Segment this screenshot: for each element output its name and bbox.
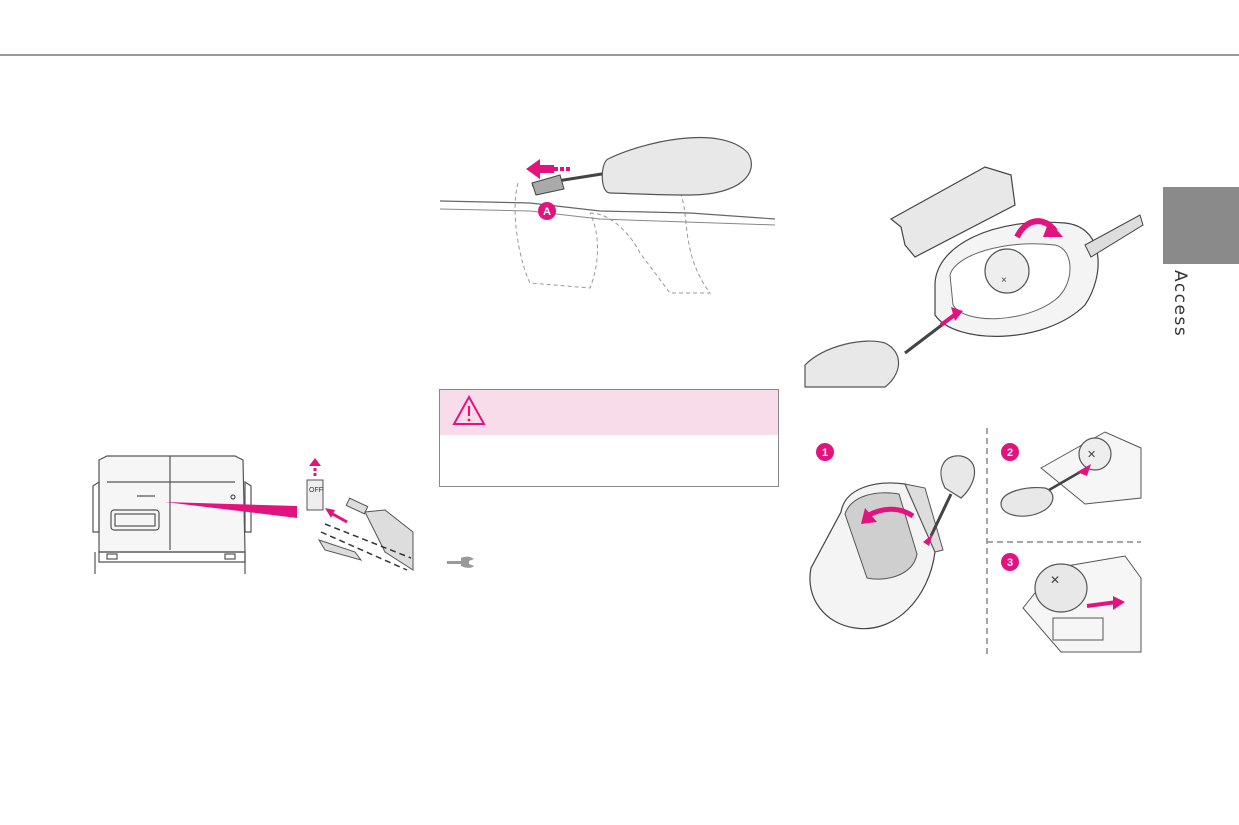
svg-text:✕: ✕ (1087, 449, 1096, 461)
step-3-badge: 3 (1007, 557, 1013, 569)
section-tab-label: Access (1170, 270, 1190, 338)
callout-a: A (543, 206, 551, 218)
van-rear-key-illustration: OFF (92, 455, 414, 574)
step-1-badge: 1 (822, 447, 828, 459)
wrench-icon (447, 556, 474, 568)
warning-triangle-icon (452, 394, 486, 425)
warning-box (439, 389, 779, 487)
section-tab-marker (1163, 187, 1239, 264)
off-switch-label: OFF (309, 487, 323, 494)
step-2-badge: 2 (1007, 447, 1013, 459)
screwdriver-release-illustration: A (439, 136, 776, 294)
svg-text:×: × (1001, 275, 1007, 286)
header-rule (0, 54, 1239, 56)
warning-header (440, 390, 778, 435)
key-cover-open-illustration: × (804, 166, 1144, 388)
svg-text:✕: ✕ (1050, 573, 1060, 587)
battery-replacement-steps: 1 ✕ 2 ✕ 3 (809, 428, 1142, 654)
